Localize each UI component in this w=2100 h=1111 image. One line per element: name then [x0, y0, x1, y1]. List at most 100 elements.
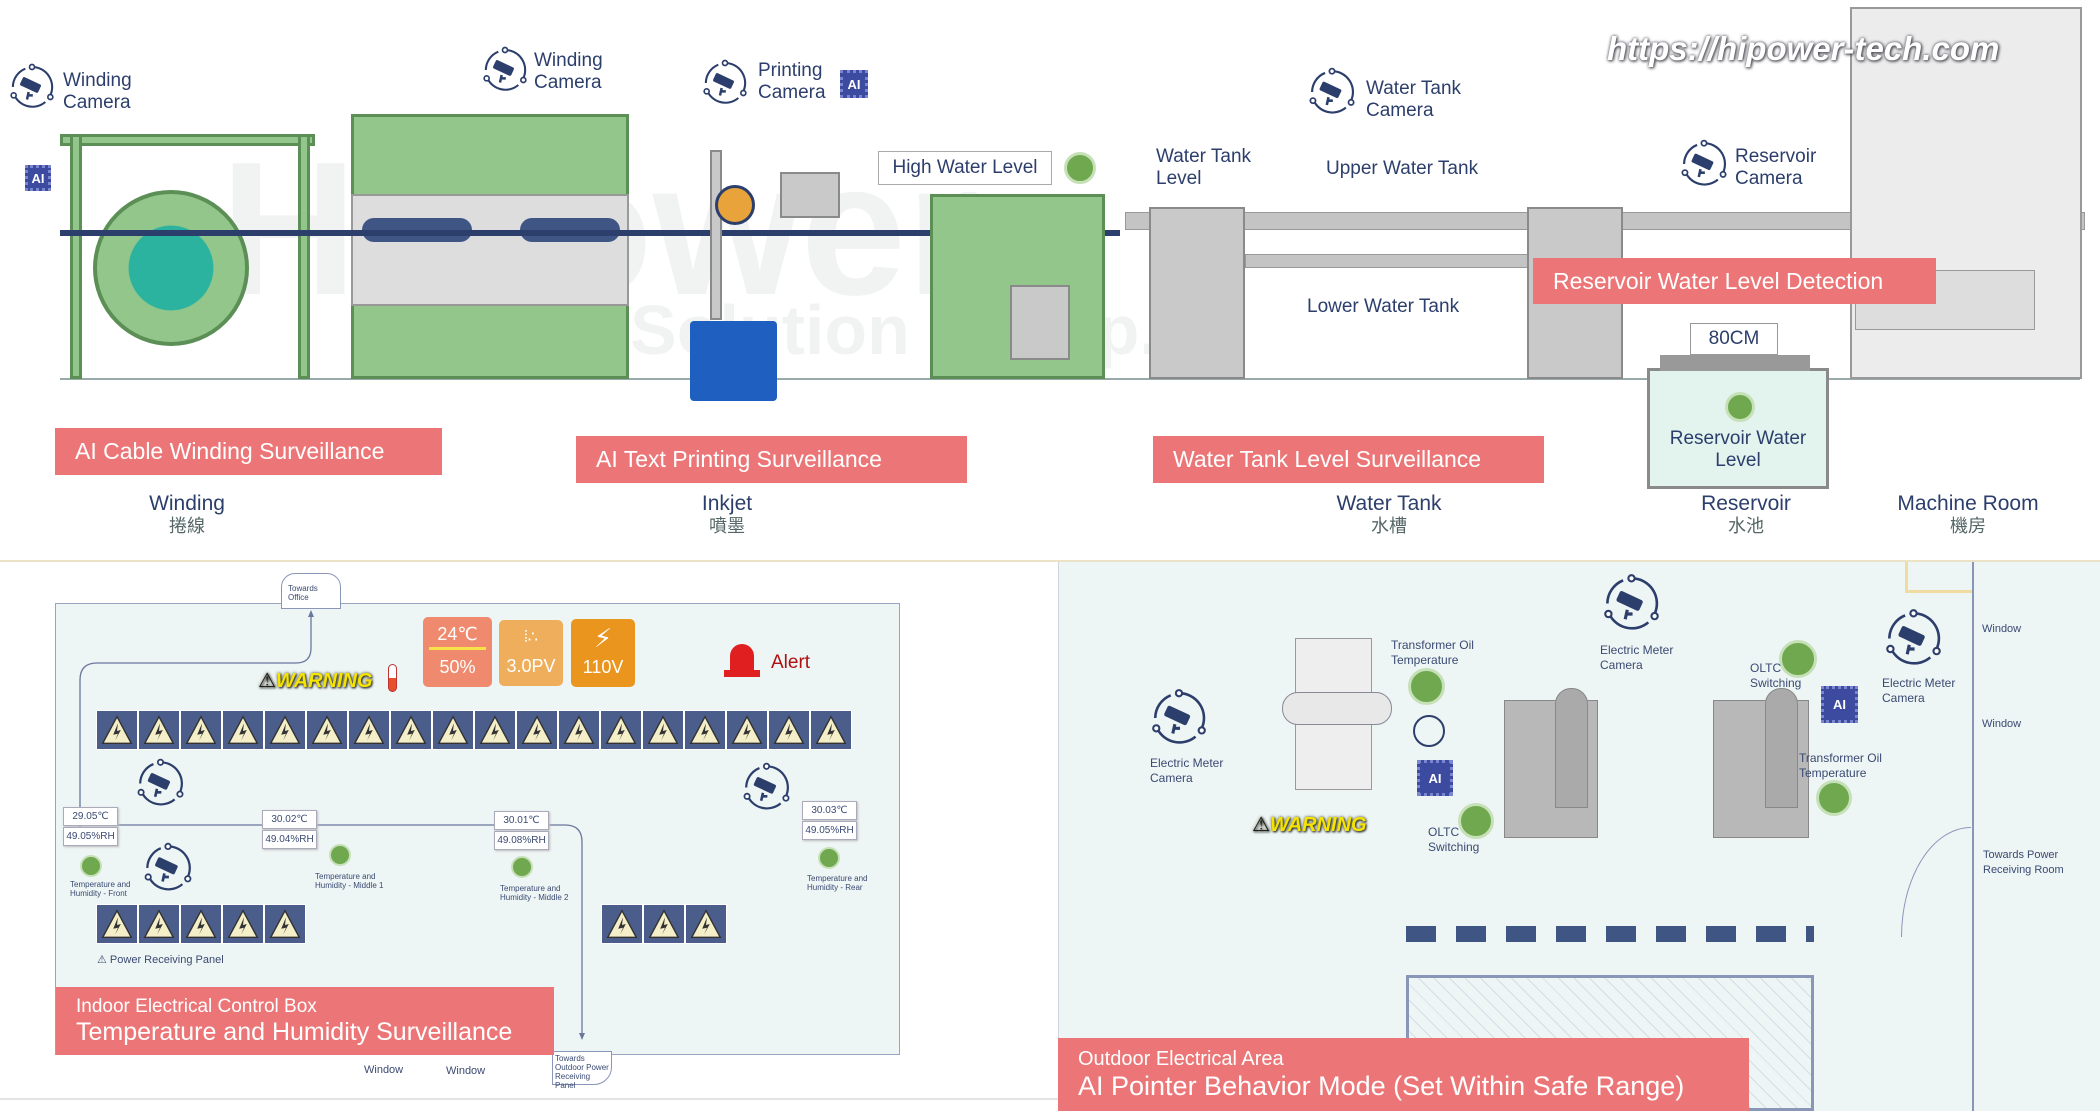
temperature-readout: 30.03℃ — [802, 801, 857, 820]
high-voltage-panel-cell — [726, 710, 768, 750]
ai-chip-icon: AI — [1417, 760, 1453, 796]
electric-meter-camera-label: Electric Meter Camera — [1600, 643, 1674, 672]
high-voltage-panel-cell — [180, 904, 222, 944]
water-tank-level-label: Water Tank Level — [1156, 146, 1252, 189]
indoor-warning: ⚠WARNING — [258, 668, 373, 693]
winding-frame-post — [70, 134, 82, 379]
high-voltage-panel-cell — [264, 904, 306, 944]
temp-humidity-sensor-icon — [818, 847, 840, 869]
pv-badge: ⦙∴ 3.0PV — [499, 620, 563, 686]
ai-chip-icon: AI — [1821, 686, 1858, 723]
high-voltage-icon — [223, 711, 263, 749]
window-label: Window — [446, 1065, 486, 1077]
gauge-sensor-icon — [1408, 668, 1445, 705]
towards-office-door: Towards Office — [281, 573, 341, 609]
high-voltage-icon — [223, 905, 263, 943]
area-caption-en: Winding — [149, 492, 225, 515]
high-voltage-panel-cell — [516, 710, 558, 750]
camera-icon — [700, 58, 750, 108]
high-voltage-panel-cell — [306, 710, 348, 750]
indoor-banner-subtitle: Indoor Electrical Control Box — [76, 995, 317, 1017]
high-voltage-icon — [139, 905, 179, 943]
sensor-label: Temperature and Humidity - Middle 1 — [315, 872, 384, 890]
humidity-readout: 49.05%RH — [63, 827, 118, 846]
high-voltage-icon — [97, 711, 137, 749]
window-label: Window — [1982, 718, 2022, 730]
voltage-value: 110V — [582, 657, 624, 677]
high-voltage-panel-cell — [768, 710, 810, 750]
high-voltage-icon — [181, 905, 221, 943]
oltc-switching-label: OLTC Switching — [1750, 661, 1802, 690]
camera-icon — [1148, 687, 1210, 749]
temperature-readout: 29.05℃ — [63, 807, 118, 826]
humidity-readout: 49.04%RH — [262, 830, 317, 849]
outdoor-warning: ⚠WARNING — [1252, 812, 1367, 837]
high-voltage-panel-cell — [96, 710, 138, 750]
high-voltage-icon — [433, 711, 473, 749]
temp-humidity-badge: 24℃ 50% — [423, 617, 492, 687]
oltc-switching-label: OLTC Switching — [1428, 825, 1480, 854]
high-voltage-icon — [686, 905, 726, 943]
outdoor-banner-title: AI Pointer Behavior Mode (Set Within Saf… — [1078, 1070, 1685, 1101]
high-voltage-panel-cell — [348, 710, 390, 750]
high-voltage-icon — [601, 711, 641, 749]
window-label: Window — [364, 1064, 404, 1076]
high-voltage-panel-cell — [96, 904, 138, 944]
temperature-value: 24℃ — [429, 621, 486, 650]
camera-icon — [1600, 572, 1663, 635]
reservoir-sensor-bar — [1660, 355, 1810, 371]
voltage-badge: ⚡ 110V — [571, 619, 635, 687]
high-voltage-icon — [685, 711, 725, 749]
fence-row — [1406, 926, 1814, 942]
electric-meter-camera-label: Electric Meter Camera — [1882, 676, 1956, 705]
high-voltage-panel-cell — [264, 710, 306, 750]
water-level-sensor-icon — [1725, 392, 1755, 422]
pv-value: 3.0PV — [506, 656, 556, 676]
high-voltage-panel-cell — [810, 710, 852, 750]
camera-icon — [141, 841, 195, 895]
cable-line — [60, 230, 1120, 236]
inkjet-controller — [780, 172, 840, 218]
high-voltage-panel-cell — [558, 710, 600, 750]
floor-line — [60, 378, 2080, 380]
high-voltage-icon — [769, 711, 809, 749]
towards-outdoor-label: Towards Outdoor Power Receiving Panel — [555, 1054, 609, 1090]
temperature-readout: 30.01℃ — [494, 811, 549, 830]
gauge-sensor-icon — [1458, 803, 1494, 839]
reservoir-level-readout: 80CM — [1690, 323, 1778, 355]
url-watermark: https://hipower-tech.com — [1607, 30, 2000, 67]
winding-camera-label: Winding Camera — [63, 70, 132, 113]
humidity-value: 50% — [439, 657, 476, 677]
printing-camera-label: Printing Camera — [758, 60, 826, 103]
warning-triangle-icon: ⚠ — [97, 954, 110, 966]
area-caption-zh: 捲線 — [169, 516, 205, 536]
high-voltage-icon — [517, 711, 557, 749]
high-voltage-icon — [97, 905, 137, 943]
high-water-level-label: High Water Level — [878, 151, 1052, 185]
production-line-section: Reservoir Water Level 80CM Reservoir Wat… — [0, 7, 2085, 537]
ai-chip-icon: AI — [25, 165, 51, 191]
area-caption-zh: 噴墨 — [709, 516, 745, 536]
high-voltage-panel-cell — [390, 710, 432, 750]
section-divider — [0, 560, 2100, 562]
warning-icon: ⚠ — [258, 670, 276, 692]
high-voltage-panel-cell — [600, 710, 642, 750]
high-voltage-icon — [643, 711, 683, 749]
camera-icon — [7, 62, 57, 112]
water-drops-icon: ⦙∴ — [524, 629, 538, 646]
target-icon — [1413, 715, 1445, 747]
water-level-sensor-icon — [1064, 152, 1096, 184]
water-tank-camera-label: Water Tank Camera — [1366, 78, 1462, 121]
high-voltage-icon — [727, 711, 767, 749]
camera-icon — [480, 45, 530, 95]
camera-icon — [134, 757, 187, 810]
high-voltage-icon — [391, 711, 431, 749]
gauge-sensor-icon — [1816, 780, 1852, 816]
lower-water-tank-label: Lower Water Tank — [1307, 296, 1460, 317]
area-caption-en: Reservoir — [1701, 492, 1791, 515]
area-caption-en: Water Tank — [1336, 492, 1442, 515]
high-voltage-icon — [307, 711, 347, 749]
